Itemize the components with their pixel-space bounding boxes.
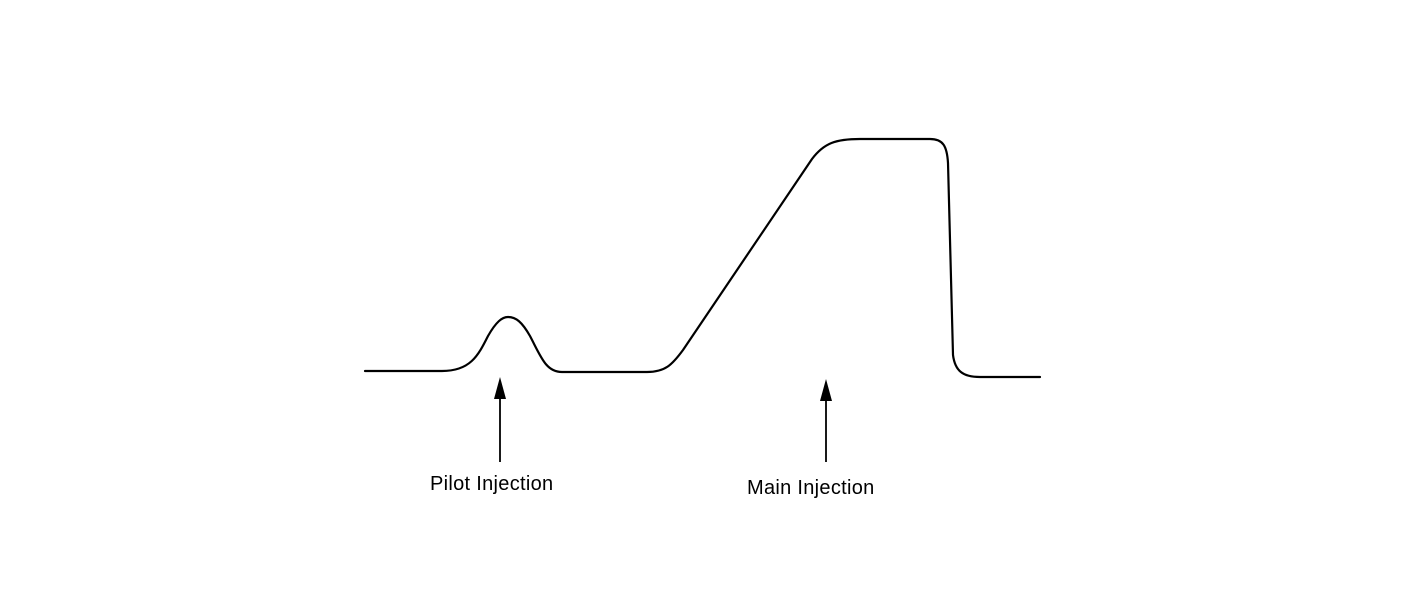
pilot-injection-label: Pilot Injection	[430, 473, 553, 495]
main-arrow-head	[820, 379, 832, 401]
pilot-injection-arrow	[494, 377, 506, 462]
pilot-arrow-head	[494, 377, 506, 399]
main-injection-arrow	[820, 379, 832, 462]
main-injection-label: Main Injection	[747, 477, 875, 499]
injection-rate-curve	[363, 137, 1042, 379]
